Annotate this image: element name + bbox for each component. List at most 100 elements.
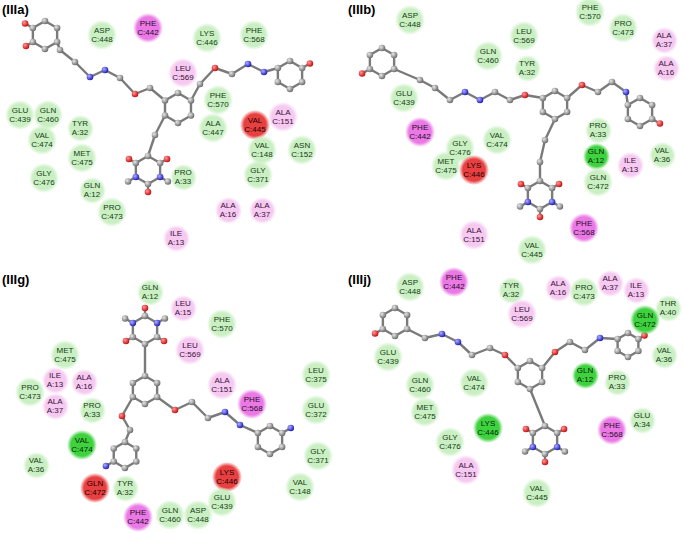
atom-ball <box>102 67 109 74</box>
residue-circle: ALA C:447 <box>198 113 228 143</box>
atom-ball <box>379 73 386 80</box>
atom-ball <box>142 401 149 408</box>
residue-label: MET C:475 <box>414 403 435 421</box>
residue-circle: GLU C:439 <box>389 83 419 113</box>
residue-label: ALA A:16 <box>658 59 674 77</box>
panel-label: (IIIj) <box>348 272 371 287</box>
residue-label: ALA C:447 <box>202 119 223 137</box>
atom-ball <box>469 352 476 359</box>
atom-ball <box>507 97 514 104</box>
residue-label: PHE C:442 <box>409 123 430 141</box>
residue-circle: PRO A:33 <box>79 397 106 424</box>
residue-circle: PHE C:570 <box>207 309 237 339</box>
atom-ball <box>623 89 630 96</box>
residue-circle: GLN C:472 <box>583 167 613 197</box>
atom-ball <box>542 137 549 144</box>
atom-ball <box>30 39 37 46</box>
atom-ball <box>172 407 179 414</box>
atom-ball <box>54 25 61 32</box>
atom-ball <box>525 199 532 206</box>
atom-ball <box>391 66 398 73</box>
residue-label: TYR A:32 <box>72 119 88 137</box>
atom-ball <box>275 65 282 72</box>
residue-label: ALA A:16 <box>76 373 92 391</box>
atom-ball <box>417 77 424 84</box>
residue-label: ALA A:37 <box>254 201 270 219</box>
residue-label: PRO A:33 <box>608 373 625 391</box>
residue-circle: ALA C:151 <box>268 102 298 132</box>
residue-circle: ALA A:16 <box>71 369 98 396</box>
atom-ball <box>299 65 306 72</box>
residue-label: VAL C:474 <box>463 374 484 392</box>
atom-ball <box>625 330 632 337</box>
atom-ball <box>123 338 130 345</box>
atom-ball <box>552 88 559 95</box>
residue-circle: VAL C:148 <box>285 472 315 502</box>
residue-label: GLN C:460 <box>409 376 430 394</box>
atom-ball <box>119 413 126 420</box>
atom-ball <box>145 153 152 160</box>
atom-ball <box>557 203 564 210</box>
atom-ball <box>517 203 524 210</box>
atom-ball <box>537 214 544 221</box>
residue-label: PHE C:568 <box>241 395 262 413</box>
residue-circle: ILE A:13 <box>42 367 69 394</box>
bond-line <box>144 344 146 376</box>
residue-label: LEU C:569 <box>179 341 200 359</box>
residue-label: GLN C:472 <box>84 479 105 497</box>
atom-ball <box>502 352 509 359</box>
atom-ball <box>561 426 568 433</box>
residue-label: LYS C:446 <box>196 29 217 47</box>
residue-label: GLY C:476 <box>449 139 470 157</box>
atom-ball <box>255 444 262 451</box>
residue-circle: LEU C:569 <box>175 335 205 365</box>
atom-ball <box>522 92 529 99</box>
atom-ball <box>539 379 546 386</box>
atom-ball <box>614 336 621 343</box>
residue-label: PRO C:473 <box>612 19 633 37</box>
residue-circle: GLN A:12 <box>583 143 610 170</box>
atom-ball <box>649 116 656 123</box>
residue-label: GLN A:12 <box>577 366 593 384</box>
residue-label: PHE C:570 <box>207 91 228 109</box>
residue-label: PRO A:33 <box>83 401 100 419</box>
residue-label: TYR A:32 <box>117 479 133 497</box>
atom-ball <box>540 109 547 116</box>
atom-ball <box>154 394 161 401</box>
atom-ball <box>212 65 219 72</box>
atom-ball <box>597 335 604 342</box>
atom-ball <box>127 427 134 434</box>
residue-label: MET C:475 <box>71 149 92 167</box>
residue-label: MET C:475 <box>435 157 456 175</box>
atom-ball <box>579 82 586 89</box>
atom-ball <box>567 339 574 346</box>
atom-ball <box>542 423 549 430</box>
atom-ball <box>614 348 621 355</box>
residue-circle: GLU C:439 <box>373 342 403 372</box>
atom-ball <box>637 95 644 102</box>
residue-circle: VAL C:474 <box>482 125 512 155</box>
residue-circle: ALA A:16 <box>215 197 242 224</box>
residue-circle: GLN A:12 <box>79 177 106 204</box>
residue-label: VAL C:445 <box>521 241 542 259</box>
atom-ball <box>518 181 525 188</box>
residue-label: PRO A:33 <box>174 168 191 186</box>
residue-label: LYS C:446 <box>477 419 498 437</box>
atom-ball <box>132 91 139 98</box>
atom-ball <box>522 448 529 455</box>
atom-ball <box>157 160 164 167</box>
residue-label: VAL A:36 <box>656 346 672 364</box>
residue-label: GLY C:476 <box>33 169 54 187</box>
atom-ball <box>162 112 169 119</box>
atom-ball <box>42 18 49 25</box>
atom-ball <box>404 326 411 333</box>
atom-ball <box>379 45 386 52</box>
atom-ball <box>110 445 117 452</box>
residue-label: ASN C:152 <box>291 141 312 159</box>
bond-line <box>394 69 420 80</box>
atom-ball <box>117 75 124 82</box>
residue-label: PRO C:473 <box>101 203 122 221</box>
atom-ball <box>126 156 133 163</box>
residue-label: VAL C:474 <box>486 131 507 149</box>
residue-label: GLU C:439 <box>377 348 398 366</box>
